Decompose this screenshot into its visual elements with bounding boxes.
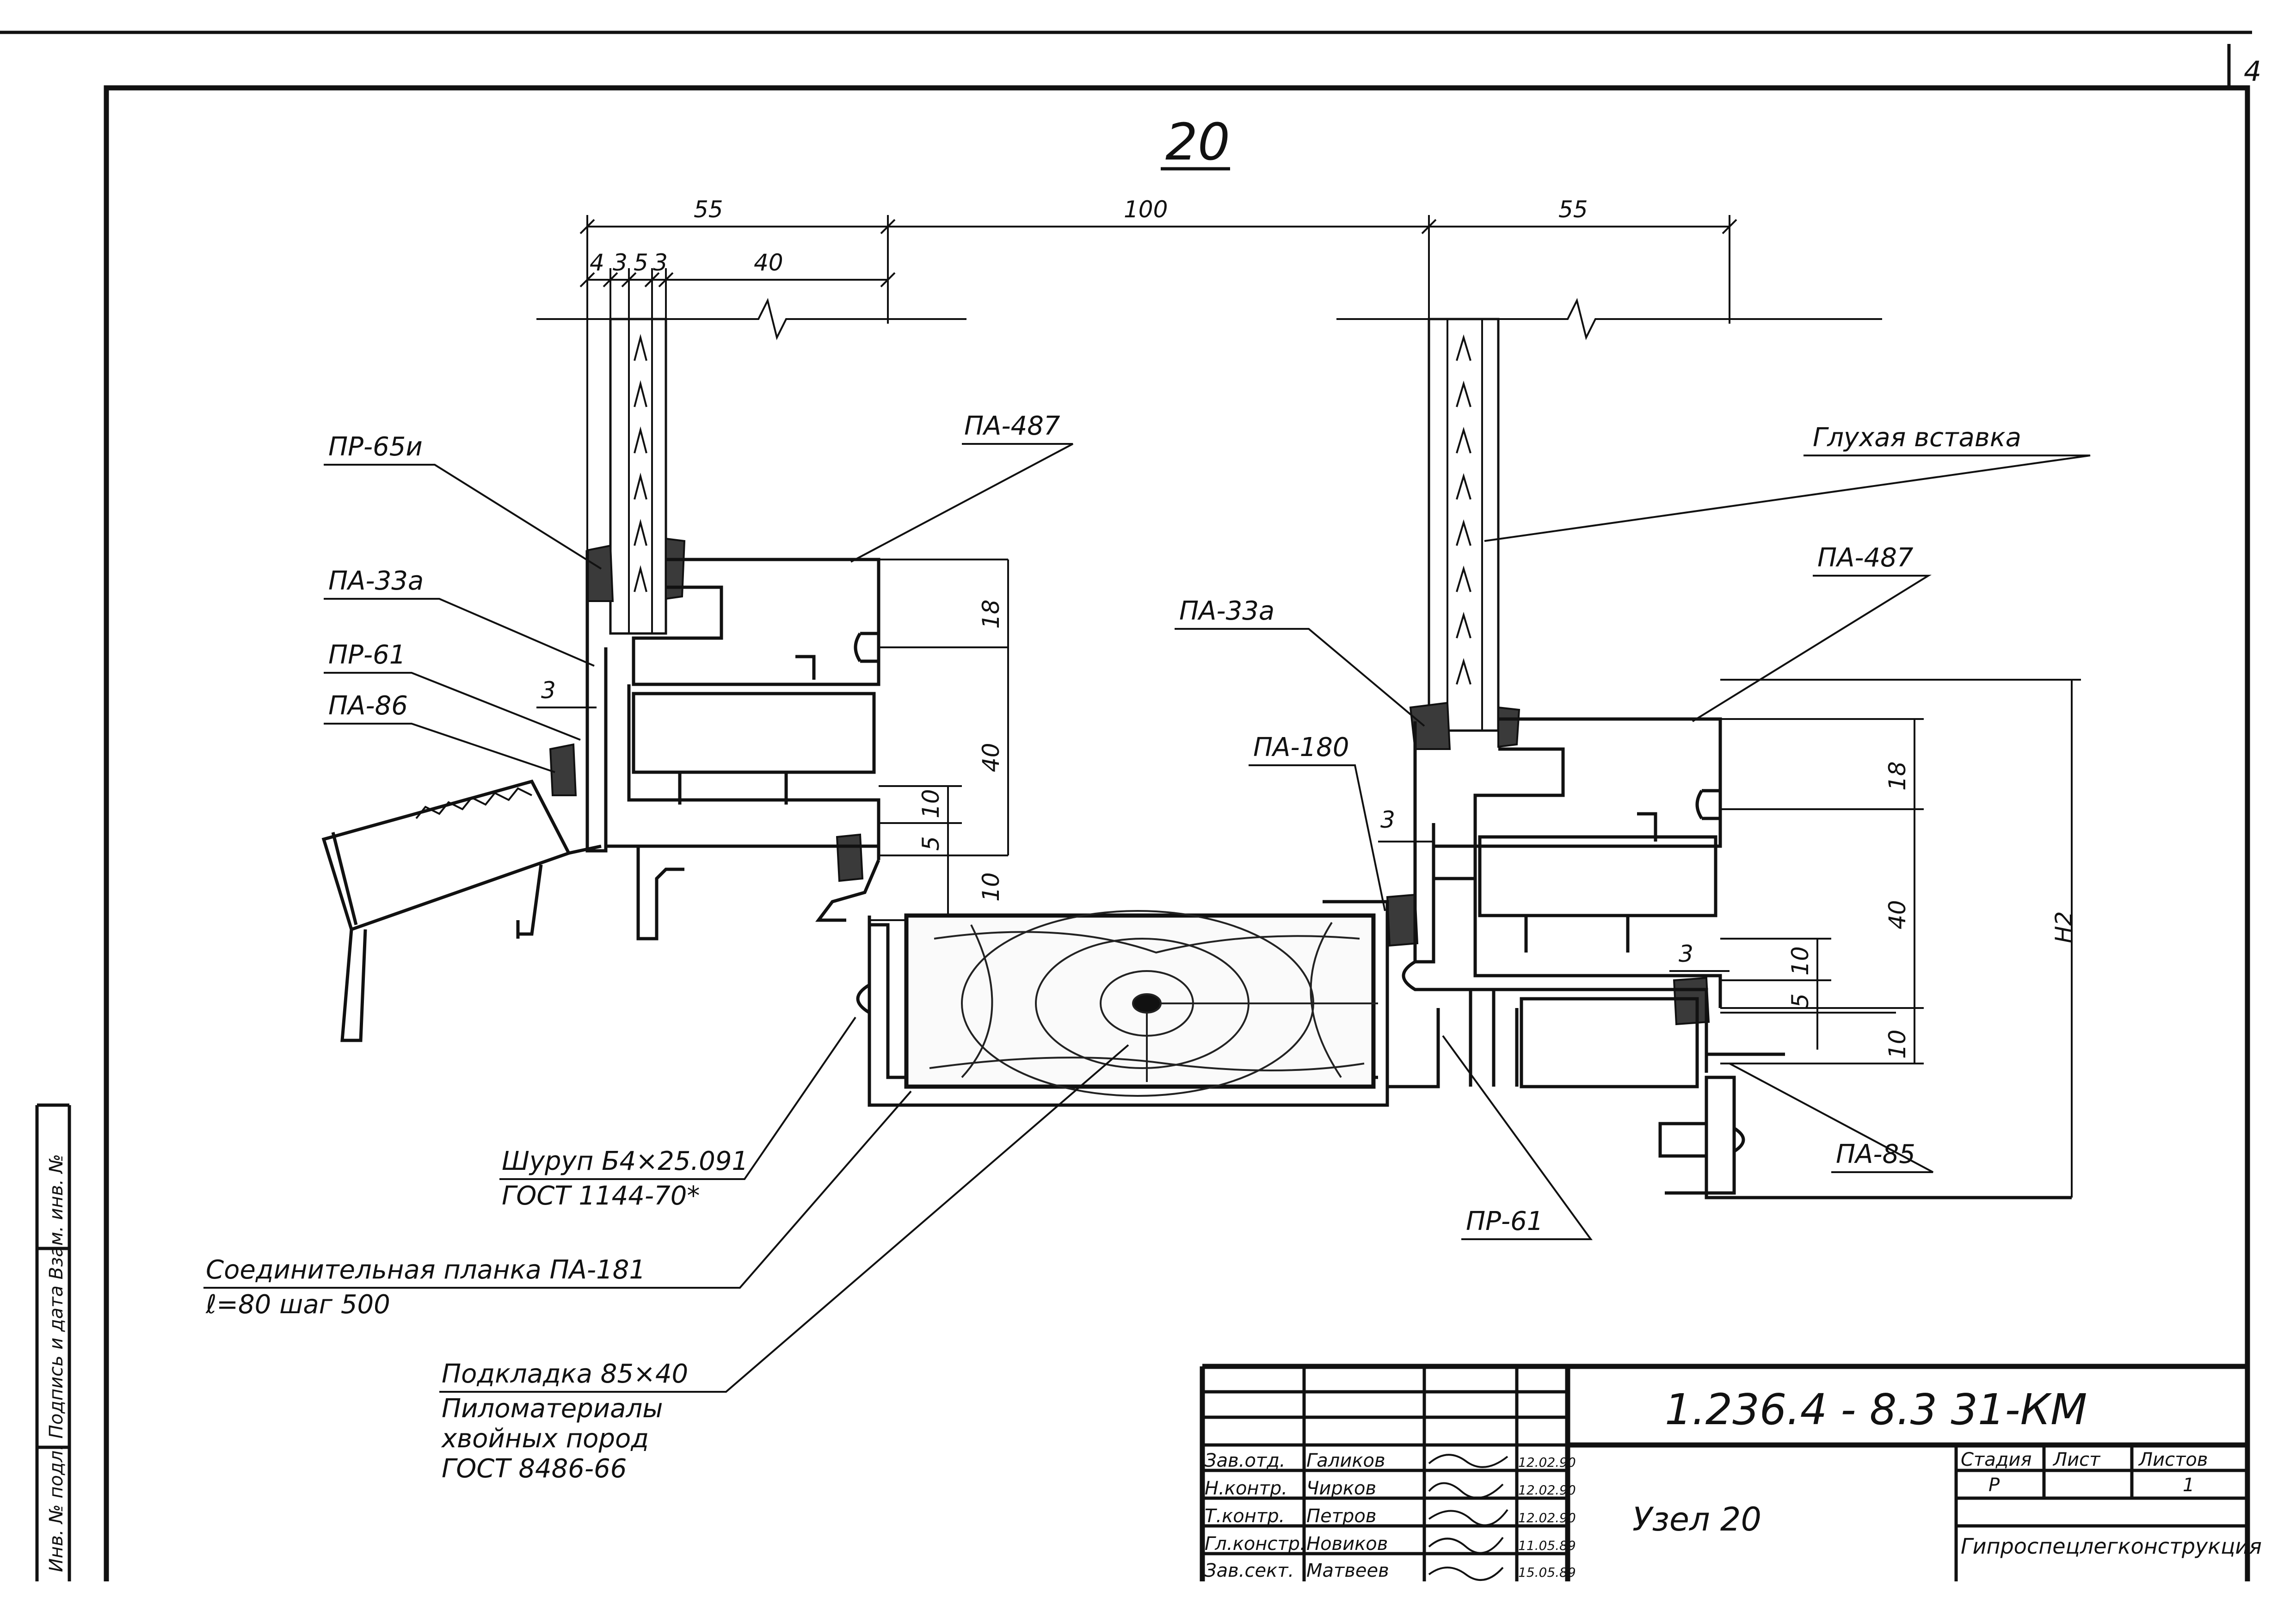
signer-name-1: Галиков: [1306, 1450, 1385, 1471]
label-pa86: ПА-86: [328, 691, 408, 721]
label-plank-line1: Соединительная планка ПА-181: [206, 1255, 646, 1285]
left-profile-pa487: [627, 558, 880, 860]
sheet-header: Лист: [2052, 1449, 2101, 1470]
label-pa487-left: ПА-487: [964, 411, 1060, 441]
dim-layer-4: 3: [653, 249, 668, 276]
left-vertical-dims: [869, 559, 1009, 921]
side-stamp-strip: [35, 1103, 71, 1581]
signer-role-1: Зав.отд.: [1205, 1450, 1286, 1471]
label-pr61-right: ПР-61: [1466, 1206, 1543, 1236]
label-pa487-right: ПА-487: [1817, 543, 1914, 573]
leader-lines: [203, 443, 2091, 1393]
dim-left-10: 10: [917, 789, 944, 818]
wood-pad: [904, 910, 1378, 1097]
pa86-drip-sill: [321, 779, 602, 1042]
dim-right-width: 55: [1558, 196, 1588, 223]
dim-right-10b: 10: [1884, 1029, 1911, 1059]
signer-date-4: 11.05.89: [1518, 1538, 1576, 1553]
label-pa85: ПА-85: [1836, 1139, 1915, 1169]
dim-middle-width: 100: [1124, 196, 1168, 223]
label-pa180: ПА-180: [1253, 732, 1349, 762]
right-profile-pa33a: [1402, 721, 1785, 1056]
signer-role-2: Н.контр.: [1205, 1478, 1287, 1499]
label-plank-line2: ℓ=80 шаг 500: [205, 1290, 390, 1320]
signer-date-2: 12.02.90: [1518, 1482, 1576, 1498]
dim-layer-1: 4: [590, 249, 604, 276]
signer-name-4: Новиков: [1306, 1533, 1388, 1555]
dim-layer-3: 5: [634, 249, 648, 276]
label-gluhaya-vstavka: Глухая вставка: [1813, 423, 2021, 453]
dim-height: H2: [2050, 911, 2077, 943]
dim-left-inner: 40: [754, 249, 783, 276]
dim-right-10: 10: [1787, 946, 1814, 976]
dim-mid-gap: 3: [1380, 806, 1395, 833]
signer-role-4: Гл.констр.: [1205, 1533, 1306, 1555]
label-screw-line1: Шуруп Б4×25.091: [502, 1146, 748, 1176]
node-name: Узел 20: [1632, 1500, 1761, 1538]
dim-left-40: 40: [978, 743, 1004, 772]
left-profile-pa33a: [585, 550, 880, 941]
signer-role-5: Зав.сект.: [1205, 1560, 1294, 1581]
label-pr61-left: ПР-61: [328, 640, 406, 670]
title-block: [1200, 1364, 2247, 1581]
dim-right-40: 40: [1884, 900, 1911, 929]
right-profile-pa487: [1473, 717, 1722, 1008]
label-pad-line1: Подкладка 85×40: [442, 1359, 688, 1389]
dim-layer-2: 3: [613, 249, 628, 276]
stage-header: Стадия: [1961, 1449, 2031, 1470]
sheets-value: 1: [2183, 1475, 2194, 1496]
dim-left-10b: 10: [978, 872, 1004, 902]
label-screw-line2: ГОСТ 1144-70*: [502, 1181, 700, 1211]
label-pr65i: ПР-65и: [328, 432, 423, 462]
label-pad-line2: Пиломатериалы: [442, 1394, 663, 1424]
pa180-profile: [1323, 900, 1699, 1088]
right-vertical-dims: [1720, 679, 2081, 1198]
sheet-number: 4: [2244, 55, 2261, 88]
right-glazing: [1428, 318, 1500, 732]
dim-left-18: 18: [978, 599, 1004, 629]
left-seals: [549, 537, 864, 882]
dim-right-5: 5: [1787, 993, 1814, 1008]
break-lines: [536, 298, 1882, 340]
dim-left-5: 5: [917, 836, 944, 851]
side-stamp-text: Инв. № подл. Подпись и дата Взам. инв. №: [46, 1154, 67, 1572]
dim-left-gap: 3: [541, 677, 556, 704]
sheet-frame: [0, 31, 2252, 1581]
label-pa33a-left: ПА-33а: [328, 566, 424, 596]
left-glazing: [609, 318, 667, 635]
dim-right-gap: 3: [1679, 941, 1693, 967]
signer-date-3: 12.02.90: [1518, 1510, 1576, 1525]
label-pa33a-right: ПА-33а: [1179, 596, 1274, 626]
label-pad-line4: ГОСТ 8486-66: [442, 1454, 627, 1484]
signer-name-5: Матвеев: [1306, 1560, 1389, 1581]
signer-role-3: Т.контр.: [1205, 1506, 1285, 1527]
dim-left-width: 55: [694, 196, 723, 223]
signature-marks: [1428, 1454, 1508, 1581]
signer-date-1: 12.02.90: [1518, 1455, 1576, 1470]
node-title: 20: [1165, 112, 1230, 172]
pa85-clip: [1658, 1054, 2072, 1199]
doc-code: 1.236.4 - 8.3 31-КМ: [1665, 1385, 2087, 1434]
stage-value: Р: [1988, 1475, 2000, 1496]
signer-name-3: Петров: [1306, 1506, 1376, 1527]
signer-name-2: Чирков: [1306, 1478, 1376, 1499]
sheets-header: Листов: [2138, 1449, 2208, 1470]
organization: Гипроспецлегконструкция: [1961, 1534, 2262, 1559]
dim-right-18: 18: [1884, 761, 1911, 791]
label-pad-line3: хвойных пород: [441, 1424, 649, 1454]
signer-date-5: 15.05.89: [1518, 1565, 1576, 1580]
